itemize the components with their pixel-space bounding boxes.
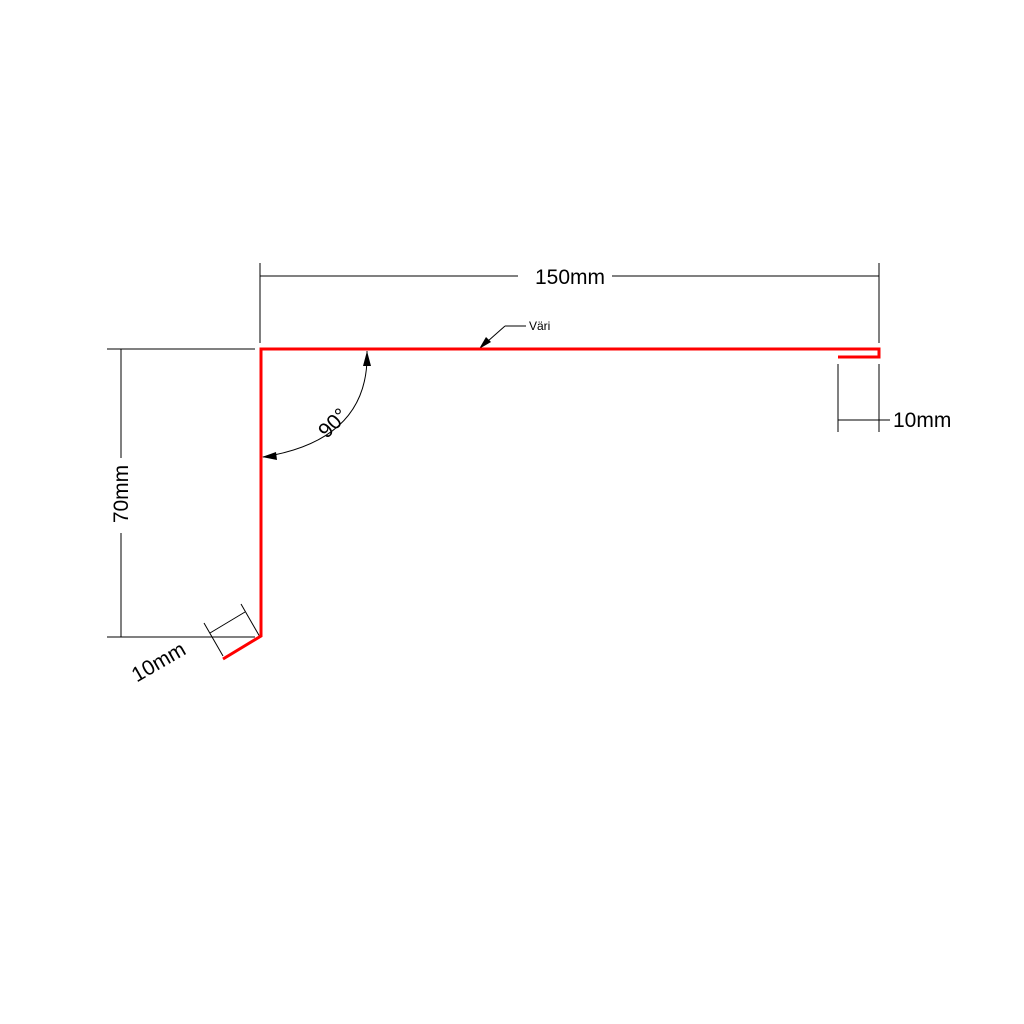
right-hem-label: 10mm	[893, 409, 951, 432]
leader-arrow	[479, 337, 491, 349]
flange-extension-bottom	[203, 622, 224, 657]
angle-arc	[262, 350, 368, 458]
flange-dim-line	[209, 611, 246, 634]
width-dimension: 150mm	[259, 263, 880, 343]
height-dimension: 70mm	[107, 348, 255, 638]
angle-arrow-top	[363, 351, 371, 366]
color-note-leader: Väri	[478, 319, 550, 350]
flange-extension-top	[240, 603, 261, 638]
height-label: 70mm	[110, 465, 133, 523]
color-note-label: Väri	[529, 319, 550, 333]
flashing-profile	[222, 347, 881, 661]
width-label: 150mm	[535, 266, 605, 289]
right-hem-dimension: 10mm	[837, 364, 951, 432]
angle-arrow-left	[262, 452, 277, 460]
